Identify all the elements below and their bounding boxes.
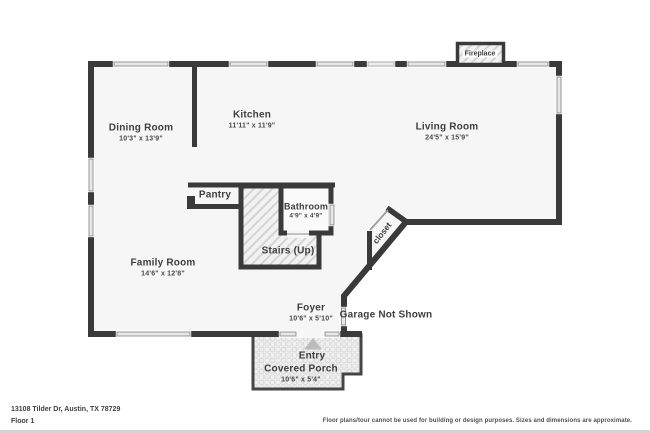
foyer-dimensions: 10'6" x 5'10" — [289, 315, 333, 323]
dining-room-name: Dining Room — [108, 122, 174, 134]
room-label-foyer: Foyer 10'6" x 5'10" — [289, 303, 333, 324]
entry-arrow-icon — [304, 338, 322, 350]
bathroom-name: Bathroom — [283, 201, 329, 212]
kitchen-dimensions: 11'11" x 11'9" — [228, 122, 276, 130]
room-label-entry: Entry — [298, 350, 326, 362]
windows — [87, 60, 563, 338]
floor-label: Floor 1 — [11, 418, 35, 425]
bathroom-walls — [278, 183, 336, 238]
garage-note: Garage Not Shown — [339, 309, 433, 321]
living-room-name: Living Room — [415, 121, 479, 133]
room-label-dining-room: Dining Room 10'3" x 13'9" — [109, 123, 173, 144]
room-label-covered-porch: Covered Porch 10'6" x 5'4" — [264, 364, 338, 385]
family-room-name: Family Room — [130, 257, 196, 269]
dining-room-dimensions: 10'3" x 13'9" — [119, 135, 163, 143]
family-room-dimensions: 14'6" x 12'8" — [141, 270, 185, 278]
address-text: 13108 Tilder Dr, Austin, TX 78729 — [11, 406, 121, 413]
room-label-bathroom: Bathroom 4'9" x 4'9" — [284, 202, 328, 221]
disclaimer-text: Floor plans/tour cannot be used for buil… — [322, 418, 632, 424]
room-label-pantry: Pantry — [198, 189, 232, 201]
kitchen-name: Kitchen — [232, 109, 272, 121]
page-bottom-border — [0, 430, 650, 433]
room-label-kitchen: Kitchen 11'11" x 11'9" — [229, 110, 276, 131]
foyer-name: Foyer — [296, 302, 326, 314]
room-label-family-room: Family Room 14'6" x 12'8" — [131, 258, 196, 279]
address-block: 13108 Tilder Dr, Austin, TX 78729 Floor … — [11, 406, 120, 425]
room-label-living-room: Living Room 24'5" x 15'9" — [416, 122, 479, 143]
closet-walls — [367, 205, 410, 270]
covered-porch-name: Covered Porch — [264, 363, 338, 375]
bathroom-dimensions: 4'9" x 4'9" — [289, 212, 323, 220]
entry-opening — [296, 330, 326, 338]
room-label-stairs: Stairs (Up) — [261, 245, 315, 257]
fireplace-label: Fireplace — [462, 50, 498, 58]
covered-porch-dimensions: 10'6" x 5'4" — [281, 376, 321, 384]
living-room-dimensions: 24'5" x 15'9" — [425, 134, 469, 142]
